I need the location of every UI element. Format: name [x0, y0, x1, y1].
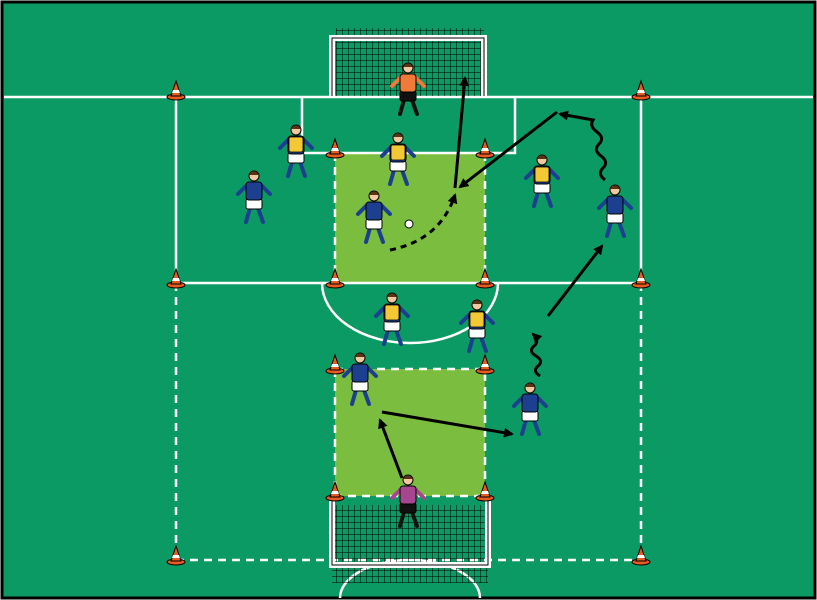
arrow-pass-from-keeper [378, 418, 404, 479]
traffic-cone-icon [631, 79, 651, 101]
goalkeeper-icon [390, 62, 426, 116]
traffic-cone-icon [325, 137, 345, 159]
traffic-cone-icon [325, 267, 345, 289]
soccer-player-icon [342, 352, 378, 406]
arrow-pass-lower-right [381, 410, 514, 438]
soccer-player-icon [380, 132, 416, 186]
traffic-cone-icon [475, 353, 495, 375]
arrow-wavy-right [558, 110, 608, 182]
bottom-goal [329, 498, 491, 583]
soccer-player-icon [512, 382, 548, 436]
traffic-cone-icon [631, 267, 651, 289]
arrow-pass-right-to-center [458, 110, 558, 189]
traffic-cone-icon [475, 267, 495, 289]
traffic-cone-icon [325, 480, 345, 502]
player-group [236, 62, 633, 528]
arrow-dribble-dashed [389, 193, 458, 252]
top-practice-zone [335, 153, 485, 283]
soccer-ball-icon [404, 219, 414, 229]
soccer-player-icon [356, 190, 392, 244]
traffic-cone-icon [475, 137, 495, 159]
traffic-cone-icon [475, 480, 495, 502]
soccer-player-icon [236, 170, 272, 224]
goalkeeper-icon [390, 474, 426, 528]
traffic-cone-icon [166, 544, 186, 566]
traffic-cone-icon [631, 544, 651, 566]
traffic-cone-icon [166, 267, 186, 289]
soccer-player-icon [524, 154, 560, 208]
traffic-cone-icon [166, 79, 186, 101]
soccer-player-icon [597, 184, 633, 238]
arrow-wavy-lower [529, 332, 543, 378]
soccer-player-icon [459, 299, 495, 353]
arrow-run-right-up [546, 244, 604, 317]
cone-group [166, 79, 651, 566]
soccer-player-icon [278, 124, 314, 178]
drill-arrows [378, 76, 608, 479]
arrow-shot-top-goal [453, 76, 470, 189]
traffic-cone-icon [325, 353, 345, 375]
dashed-markings [174, 153, 643, 562]
soccer-player-icon [374, 292, 410, 346]
